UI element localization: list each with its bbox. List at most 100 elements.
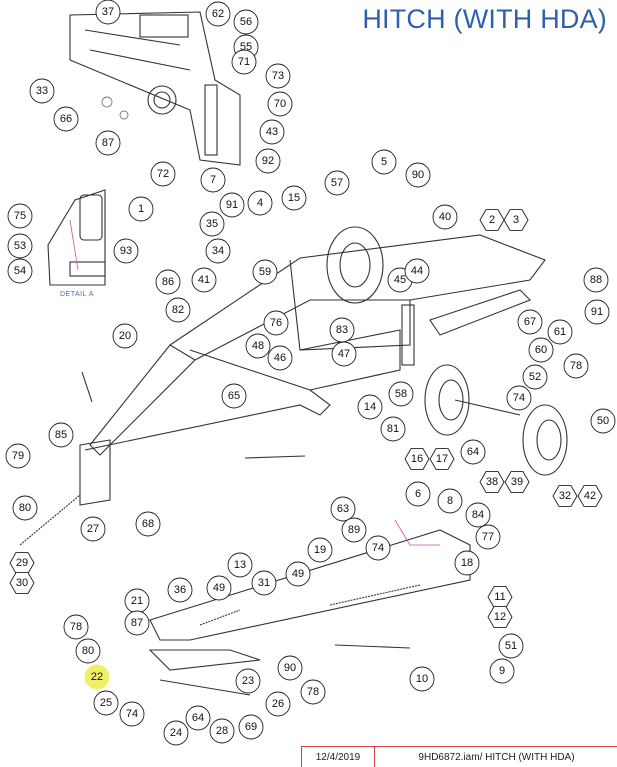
top-inset-drawing — [69, 11, 241, 166]
callout-shape — [199, 211, 225, 237]
callout-57: 57 — [324, 170, 350, 196]
callout-90: 90 — [405, 162, 431, 188]
callout-shape — [209, 718, 235, 744]
callout-26: 26 — [265, 691, 291, 717]
callout-number: 15 — [288, 192, 300, 204]
callout-number: 92 — [262, 155, 274, 167]
callout-shape — [522, 364, 548, 390]
callout-number: 13 — [234, 559, 246, 571]
callout-63: 63 — [330, 496, 356, 522]
callout-number: 54 — [14, 265, 26, 277]
callout-shape — [7, 258, 33, 284]
callout-19: 19 — [307, 537, 333, 563]
callout-number: 64 — [467, 446, 479, 458]
callout-number: 2 — [489, 214, 495, 226]
callout-number: 91 — [226, 199, 238, 211]
callout-17: 17 — [429, 448, 455, 470]
callout-86: 86 — [155, 269, 181, 295]
callout-53: 53 — [7, 233, 33, 259]
callout-shape — [528, 337, 554, 363]
callout-8: 8 — [437, 488, 463, 514]
callout-shape — [263, 310, 289, 336]
callout-66: 66 — [53, 106, 79, 132]
callout-shape — [324, 170, 350, 196]
callout-10: 10 — [409, 666, 435, 692]
callout-shape — [563, 353, 589, 379]
callout-shape — [205, 238, 231, 264]
callout-shape — [221, 383, 247, 409]
callout-64: 64 — [460, 439, 486, 465]
callout-shape — [517, 309, 543, 335]
callout-number: 38 — [486, 476, 498, 488]
callout-40: 40 — [432, 204, 458, 230]
callout-shape — [53, 106, 79, 132]
callout-shape — [191, 267, 217, 293]
callout-number: 65 — [228, 390, 240, 402]
callout-number: 32 — [559, 490, 571, 502]
callout-shape — [9, 572, 35, 594]
callout-number: 7 — [210, 174, 216, 186]
callout-62: 62 — [205, 1, 231, 27]
callout-shape — [119, 701, 145, 727]
callout-shape — [300, 679, 326, 705]
callout-shape — [200, 167, 226, 193]
callout-shape — [113, 238, 139, 264]
callout-shape — [5, 443, 31, 469]
detail-a-drawing — [47, 189, 106, 286]
callout-number: 19 — [314, 544, 326, 556]
callout-shape — [277, 655, 303, 681]
callout-shape — [265, 63, 291, 89]
callout-25: 25 — [93, 690, 119, 716]
callout-shape — [331, 341, 357, 367]
callout-number: 63 — [337, 503, 349, 515]
callout-number: 36 — [174, 584, 186, 596]
callout-shape — [95, 130, 121, 156]
callout-number: 87 — [131, 617, 143, 629]
callout-shape — [404, 448, 430, 470]
title-block: 12/4/2019 9HD6872.iam/ HITCH (WITH HDA) — [301, 746, 617, 767]
callout-shape — [503, 209, 529, 231]
callout-46: 46 — [267, 345, 293, 371]
callout-shape — [577, 485, 603, 507]
callout-87: 87 — [95, 130, 121, 156]
callout-number: 51 — [505, 640, 517, 652]
callout-shape — [489, 658, 515, 684]
callout-number: 41 — [198, 274, 210, 286]
callout-shape — [405, 481, 431, 507]
callout-number: 59 — [259, 266, 271, 278]
callout-shape — [590, 408, 616, 434]
callout-88: 88 — [583, 267, 609, 293]
callout-shape — [48, 422, 74, 448]
callout-number: 29 — [16, 557, 28, 569]
callout-number: 74 — [372, 542, 384, 554]
callout-shape — [167, 577, 193, 603]
callout-shape — [247, 190, 273, 216]
callout-number: 30 — [16, 577, 28, 589]
callout-number: 42 — [584, 490, 596, 502]
callout-number: 84 — [472, 509, 484, 521]
callout-shape — [267, 345, 293, 371]
callout-81: 81 — [380, 416, 406, 442]
callout-number: 91 — [591, 306, 603, 318]
callout-shape — [405, 162, 431, 188]
callout-shape — [432, 204, 458, 230]
callout-72: 72 — [150, 161, 176, 187]
callout-shape — [409, 666, 435, 692]
callout-31: 31 — [251, 570, 277, 596]
callout-number: 70 — [274, 98, 286, 110]
callout-number: 87 — [102, 137, 114, 149]
callout-90: 90 — [277, 655, 303, 681]
callout-number: 4 — [257, 197, 263, 209]
callout-number: 6 — [415, 488, 421, 500]
callout-shape — [259, 119, 285, 145]
callout-61: 61 — [547, 319, 573, 345]
callout-number: 9 — [499, 665, 505, 677]
callout-shape — [404, 258, 430, 284]
callout-number: 80 — [19, 502, 31, 514]
callout-number: 68 — [142, 518, 154, 530]
callout-6: 6 — [405, 481, 431, 507]
callout-number: 40 — [439, 211, 451, 223]
callout-83: 83 — [329, 317, 355, 343]
callout-shape — [454, 550, 480, 576]
